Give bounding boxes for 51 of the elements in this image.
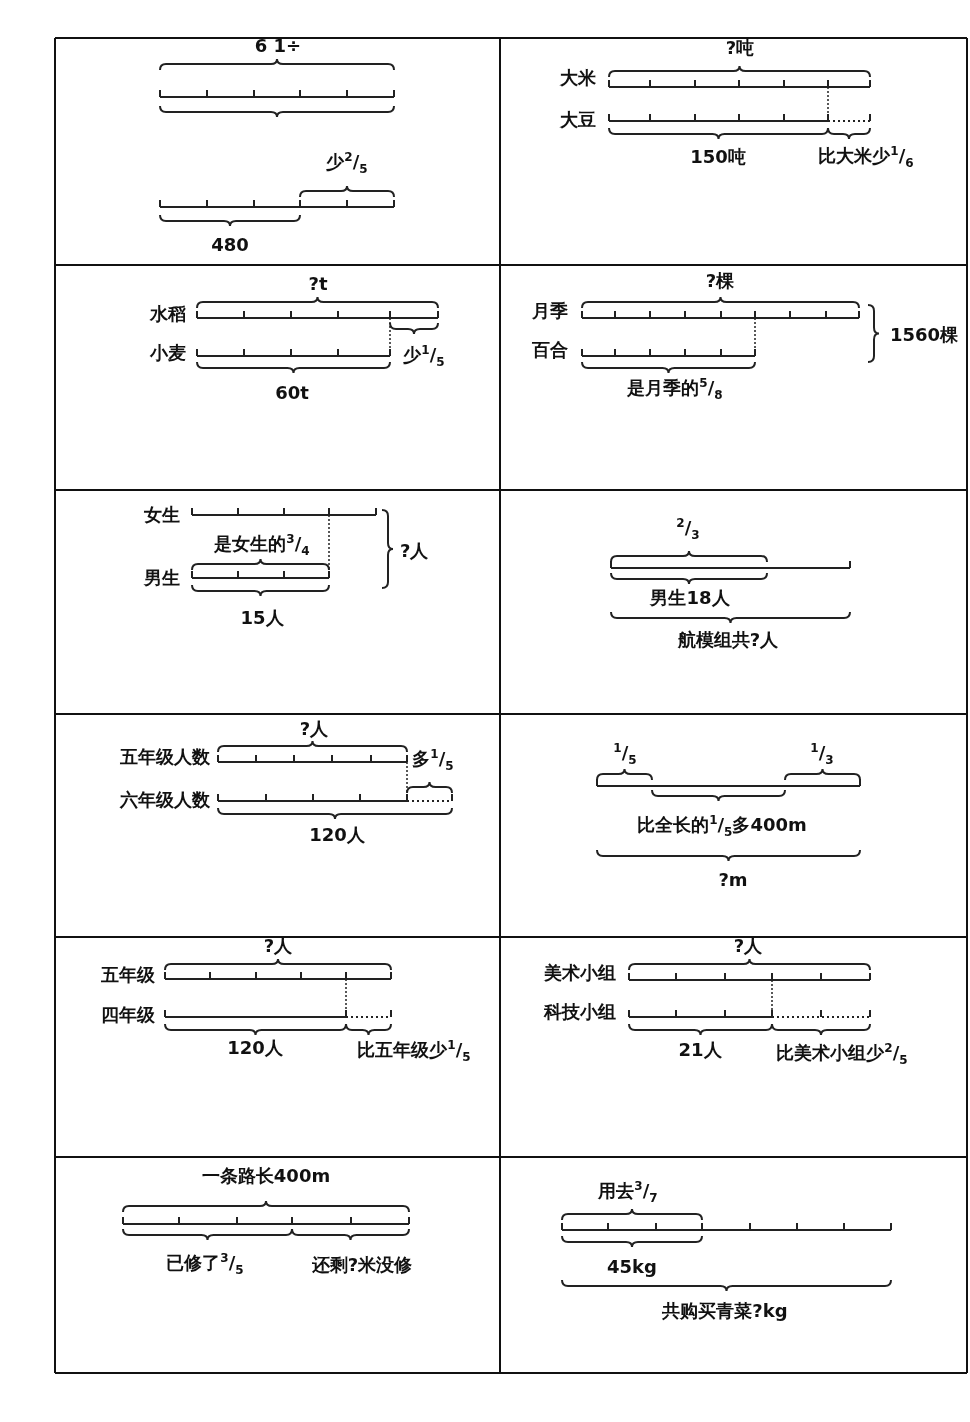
quantity-label: ?人 [733,935,763,957]
quantity-label: 120人 [309,824,365,846]
quantity-label: 60t [275,382,309,404]
quantity-label: 是月季的$^{5}$/$_{8}$ [627,377,723,403]
row-label: 六年级人数 [120,789,210,811]
row-label: 女生 [144,504,180,526]
quantity-label: ?t [308,273,328,295]
quantity-label: ?棵 [705,270,735,292]
quantity-label: 21人 [678,1039,722,1061]
row-label: 五年级人数 [120,746,210,768]
quantity-label: 是女生的$^{3}$/$_{4}$ [214,533,310,559]
row-label: 大豆 [560,109,596,131]
row-label: 五年级 [101,964,155,986]
row-label: 小麦 [150,342,186,364]
quantity-label: ?人 [400,540,429,562]
quantity-label: 150吨 [690,146,746,168]
row-label: 男生 [144,567,180,589]
quantity-label: 已修了$^{3}$/$_{5}$ [166,1252,244,1278]
quantity-label: ?m [718,869,748,891]
row-label: 四年级 [101,1004,155,1026]
row-label: 水稻 [150,303,186,325]
quantity-label: 480 [211,234,249,256]
quantity-label: ?人 [299,718,329,740]
fraction-label: $^{1}$/$_{5}$ [613,742,637,768]
quantity-label: 少$^{1}$/$_{5}$ [403,344,445,370]
quantity-label: 航模组共?人 [677,629,779,651]
quantity-label: 男生18人 [650,587,730,609]
quantity-label: 多$^{1}$/$_{5}$ [412,748,454,774]
quantity-label: 一条路长400m [201,1165,331,1187]
quantity-label: 比大米少$^{1}$/$_{6}$ [818,145,914,171]
quantity-label: 比五年级少$^{1}$/$_{5}$ [357,1039,471,1065]
quantity-label: 用去$^{3}$/$_{7}$ [598,1180,658,1206]
row-label: 月季 [532,300,568,322]
quantity-label: ?人 [263,935,293,957]
quantity-label: 还剩?米没修 [311,1254,413,1276]
quantity-label: 比美术小组少$^{2}$/$_{5}$ [776,1042,908,1068]
row-label: 美术小组 [544,962,616,984]
quantity-label: 少$^{2}$/$_{5}$ [326,151,368,177]
row-label: 大米 [560,67,596,89]
quantity-label: 6 1÷ [254,35,302,57]
quantity-label: 1560棵 [890,324,959,346]
fraction-label: $^{2}$/$_{3}$ [676,517,700,543]
quantity-label: 120人 [227,1037,283,1059]
fraction-label: $^{1}$/$_{3}$ [810,742,834,768]
quantity-label: 比全长的$^{1}$/$_{5}$多400m [637,814,807,840]
row-label: 百合 [532,339,568,361]
quantity-label: 共购买青菜?kg [662,1300,788,1322]
quantity-label: ?吨 [725,37,755,59]
quantity-label: 15人 [240,607,284,629]
row-label: 科技小组 [544,1001,616,1023]
quantity-label: 45kg [607,1256,657,1278]
